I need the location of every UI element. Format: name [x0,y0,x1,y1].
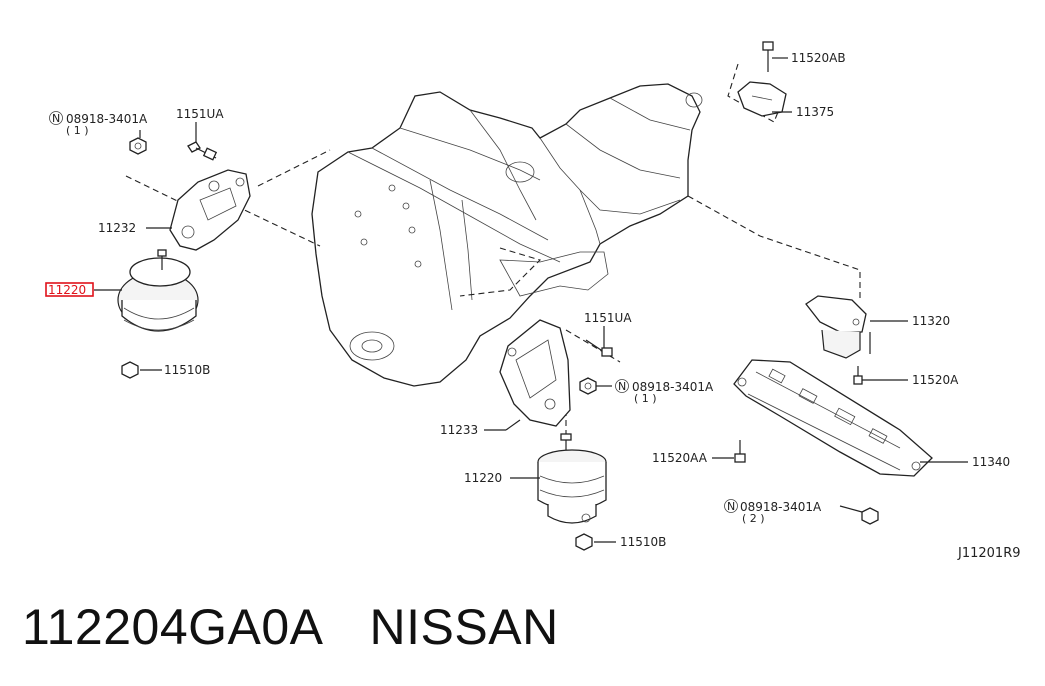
label-1151ua-mid: 1151UA [584,311,632,325]
engine-transmission-assembly [311,83,703,387]
label-11520a: 11520A [912,373,959,387]
bracket-11232 [169,169,251,251]
label-11320: 11320 [912,314,950,328]
nut-11510b-bottom [575,533,593,551]
n-symbol-top: N [52,112,60,125]
label-08918-top: 08918-3401A [66,112,148,126]
label-11375: 11375 [796,105,834,119]
n-circle-icon [615,379,629,393]
label-08918-bottom: 08918-3401A [740,500,822,514]
label-11520ab: 11520AB [791,51,846,65]
bolt-11520aa [734,440,746,463]
crossmember-11340 [733,359,933,477]
n-circle-icon [724,499,738,513]
parts-diagram: 11520AB 11375 N 08918-3401A ( 1 ) 1151UA… [45,41,1021,561]
n-symbol-mid: N [618,380,626,393]
part-caption: 112204GA0A NISSAN [22,598,559,656]
bolt-11520a [853,366,863,385]
qty-bottom: ( 2 ) [742,512,765,525]
label-11520aa: 11520AA [652,451,708,465]
part-number: 112204GA0A [22,599,324,655]
bolt-1151ua-mid [585,339,613,357]
highlight-box [45,282,94,297]
leader-lines [94,57,968,543]
bracket-11233 [499,319,571,427]
label-11220-bottom: 11220 [464,471,502,485]
label-1151ua-top: 1151UA [176,107,224,121]
nut-08918-top [129,137,147,155]
insulator-11220-left [117,249,199,332]
label-08918-mid: 08918-3401A [632,380,714,394]
n-symbol-bottom: N [727,500,735,513]
label-11510b-left: 11510B [164,363,210,377]
bracket-11375 [737,81,787,117]
qty-mid: ( 1 ) [634,392,657,405]
nut-11510b-left [121,361,139,379]
qty-top: ( 1 ) [66,124,89,137]
label-11510b-bottom: 11510B [620,535,666,549]
label-11340: 11340 [972,455,1010,469]
mount-11320 [805,295,871,359]
label-11233: 11233 [440,423,478,437]
label-11220-left: 11220 [48,283,86,297]
label-11232: 11232 [98,221,136,235]
insulator-11220-bottom [537,433,607,524]
brand-name: NISSAN [369,599,559,655]
bolt-1151ua-top [187,141,218,161]
part-labels: 11520AB 11375 N 08918-3401A ( 1 ) 1151UA… [45,51,1021,561]
diagram-code: J11201R9 [957,546,1021,561]
bolt-11520ab [762,41,774,72]
n-circle-icon [49,111,63,125]
nut-08918-bottom [861,507,879,525]
nut-08918-mid [579,377,597,395]
